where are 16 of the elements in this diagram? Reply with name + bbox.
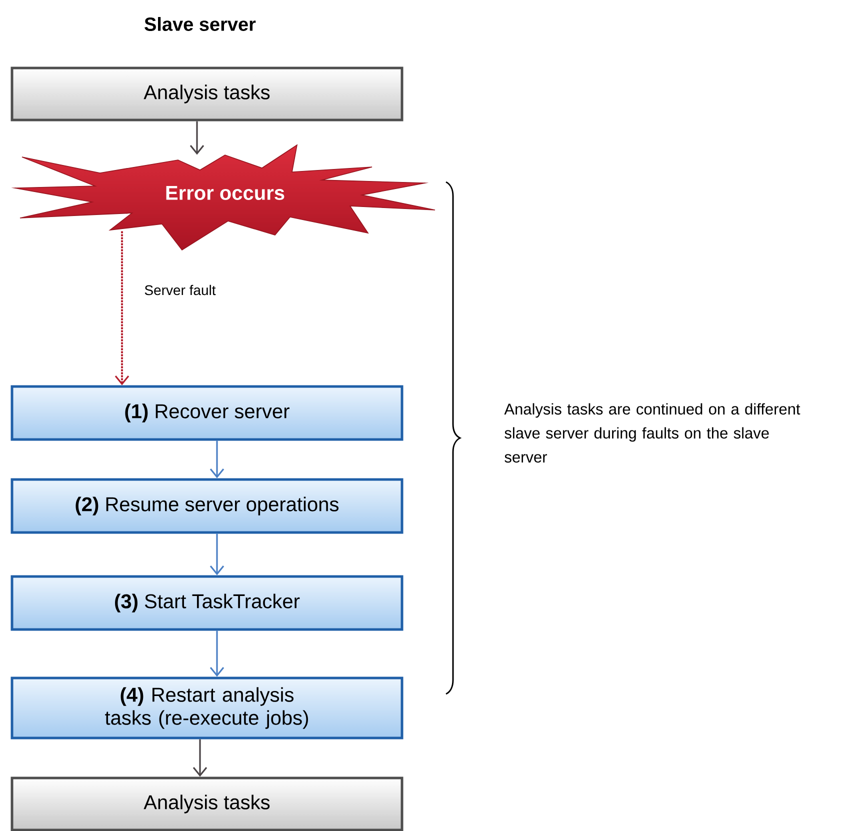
- process-box: (1) Recover server: [10, 385, 404, 441]
- process-box: (3) Start TaskTracker: [10, 575, 404, 631]
- flow-box: Analysis tasks: [10, 776, 404, 831]
- edge-label: Server fault: [142, 282, 218, 298]
- process-box: (2) Resume server operations: [10, 478, 404, 534]
- arrow: [192, 739, 208, 777]
- arrow: [210, 440, 224, 478]
- error-starburst: Error occurs: [11, 144, 436, 251]
- arrow: [210, 534, 224, 576]
- flow-box: Analysis tasks: [10, 66, 404, 122]
- note-text: Analysis tasks are continued on a different slave server during faults on the slave server: [504, 403, 800, 463]
- process-box: (4) Restart analysis tasks (re-execute jobs): [10, 676, 404, 740]
- arrow: [190, 121, 204, 155]
- title: Slave server: [144, 17, 256, 31]
- arrow: [114, 231, 130, 386]
- arrow: [210, 630, 224, 677]
